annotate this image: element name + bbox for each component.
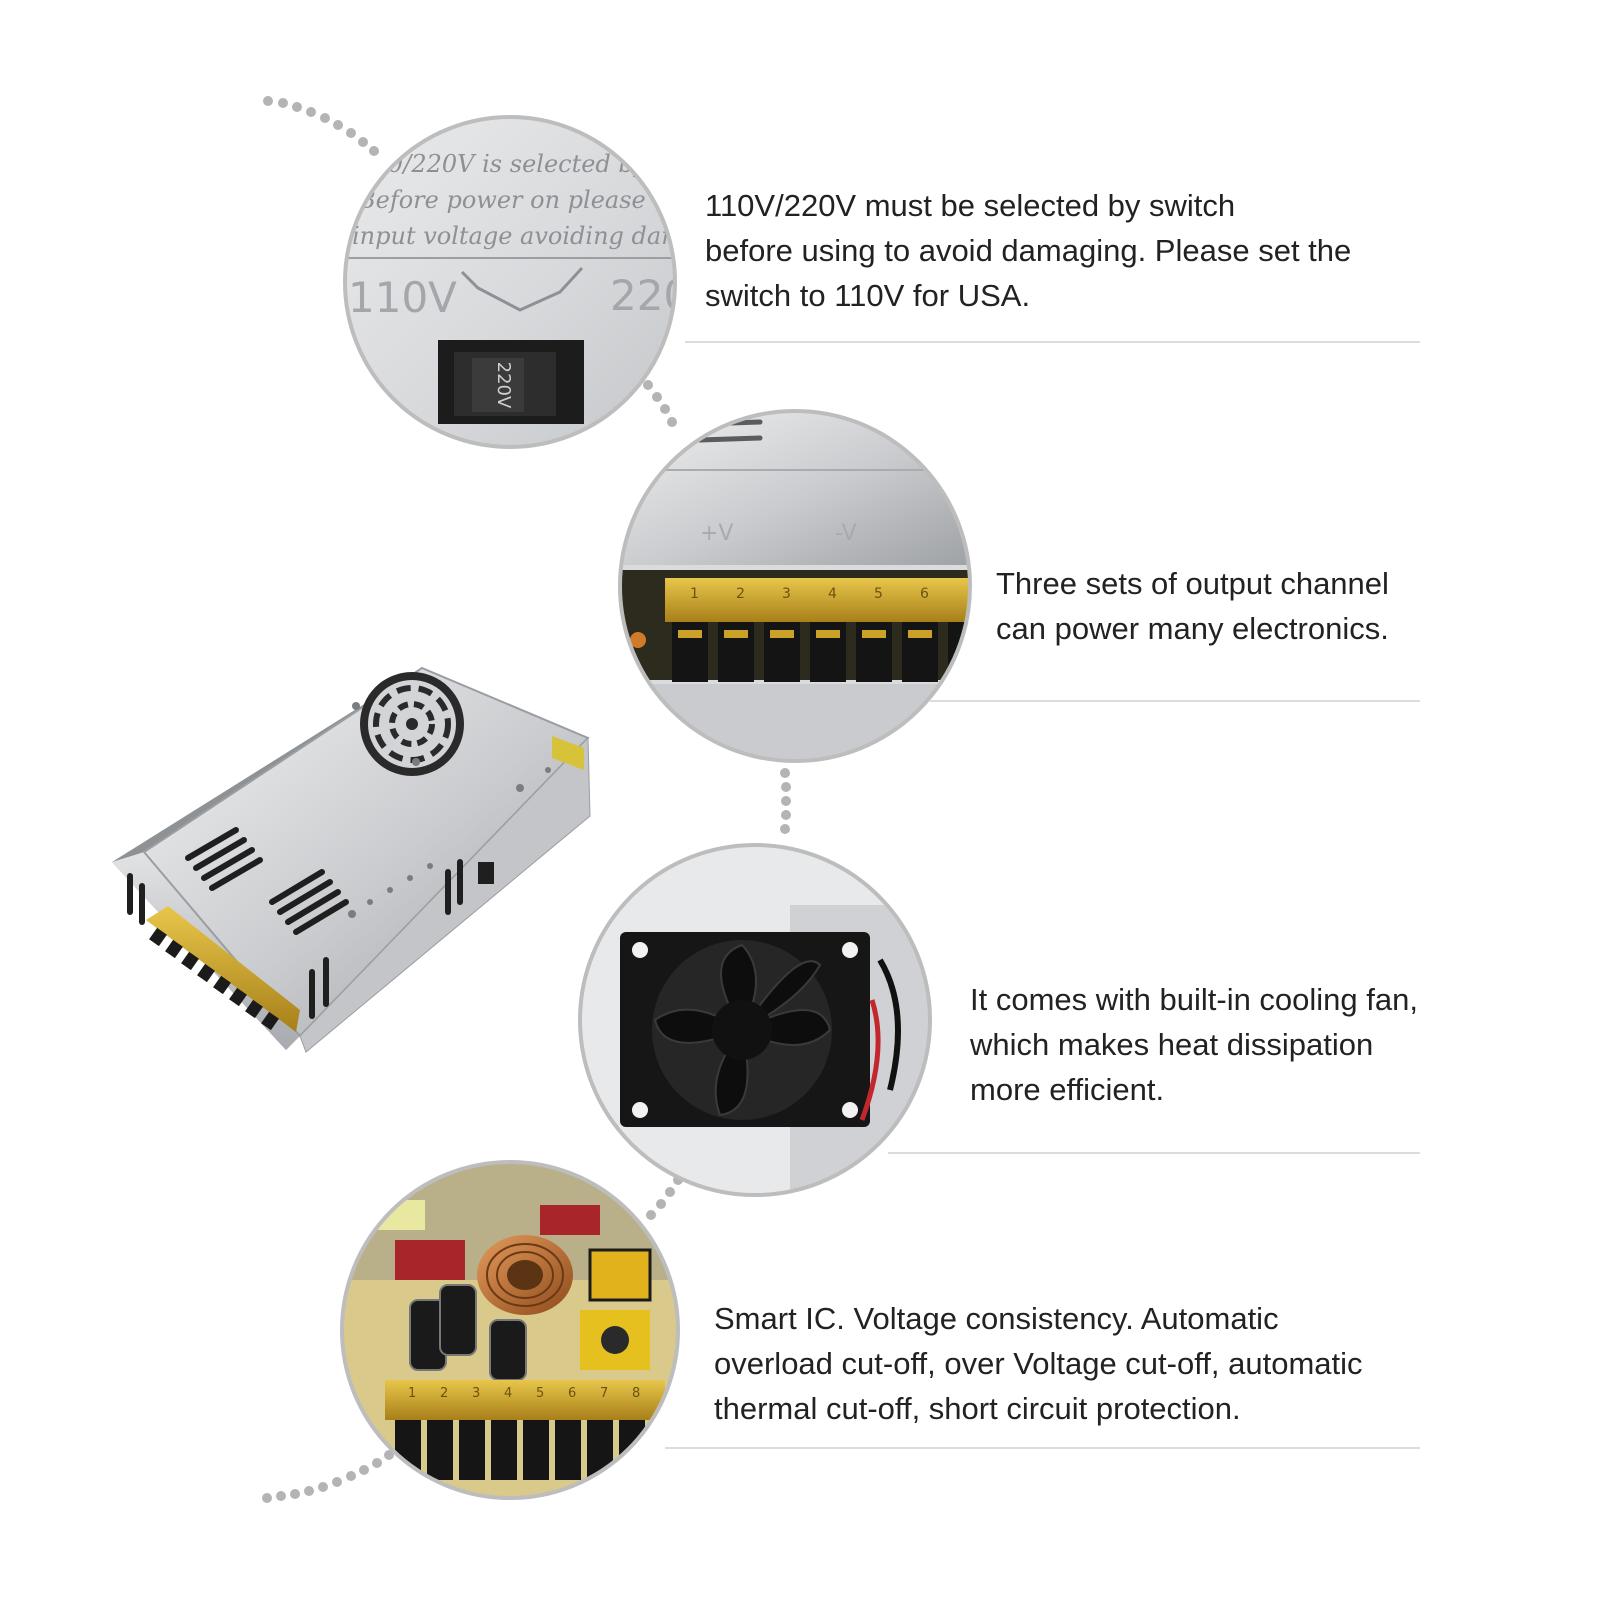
caption-line: It comes with built-in cooling fan, bbox=[970, 982, 1418, 1017]
section-divider bbox=[930, 700, 1420, 702]
feature-caption-output-channels: Three sets of output channel can power m… bbox=[996, 561, 1389, 651]
switch-label-line-3: input voltage avoiding dama bbox=[352, 222, 698, 250]
terminal-number: 3 bbox=[782, 586, 791, 602]
terminal-number: 1 bbox=[408, 1386, 416, 1401]
terminal-number: 2 bbox=[736, 586, 745, 602]
caption-line: Three sets of output channel bbox=[996, 566, 1389, 601]
caption-line: Smart IC. Voltage consistency. Automatic bbox=[714, 1301, 1279, 1336]
terminal-number: 5 bbox=[536, 1386, 544, 1401]
caption-line: before using to avoid damaging. Please s… bbox=[705, 233, 1352, 268]
feature-caption-voltage-switch: 110V/220V must be selected by switch bef… bbox=[705, 183, 1351, 318]
section-divider bbox=[888, 1152, 1420, 1154]
terminal-minus-v-label: -V bbox=[835, 521, 857, 546]
section-divider bbox=[665, 1447, 1420, 1449]
caption-line: more efficient. bbox=[970, 1072, 1165, 1107]
feature-caption-smart-ic: Smart IC. Voltage consistency. Automatic… bbox=[714, 1296, 1363, 1431]
terminal-number: 4 bbox=[504, 1386, 512, 1401]
terminal-number: 7 bbox=[600, 1386, 608, 1401]
caption-line: thermal cut-off, short circuit protectio… bbox=[714, 1391, 1241, 1426]
caption-line: can power many electronics. bbox=[996, 611, 1389, 646]
power-supply-unit-image bbox=[112, 666, 591, 1053]
switch-label-line-2: Before power on please c bbox=[357, 186, 667, 214]
caption-line: overload cut-off, over Voltage cut-off, … bbox=[714, 1346, 1363, 1381]
caption-line: 110V/220V must be selected by switch bbox=[705, 188, 1236, 223]
terminal-number: 2 bbox=[440, 1386, 448, 1401]
voltage-switch-photo: 0/220V is selected by Before power on pl… bbox=[343, 115, 698, 449]
caption-line: which makes heat dissipation bbox=[970, 1027, 1374, 1062]
feature-caption-cooling-fan: It comes with built-in cooling fan, whic… bbox=[970, 977, 1418, 1112]
terminal-number: 6 bbox=[920, 586, 929, 602]
switch-position-label: 220V bbox=[493, 362, 514, 409]
terminal-number: 8 bbox=[632, 1386, 640, 1401]
switch-220v-marking: 220 bbox=[610, 271, 690, 320]
terminal-plus-v-label: +V bbox=[700, 521, 733, 546]
circuit-board-photo: 1 2 3 4 5 6 7 8 bbox=[340, 1160, 680, 1500]
dotted-connector bbox=[262, 96, 791, 1503]
cooling-fan-photo bbox=[578, 843, 932, 1197]
switch-label-line-1: 0/220V is selected by bbox=[388, 150, 648, 178]
terminal-number: 1 bbox=[690, 586, 699, 602]
output-terminals-photo: +V -V 1 2 3 4 5 6 bbox=[618, 409, 972, 763]
section-divider bbox=[685, 341, 1420, 343]
terminal-number: 5 bbox=[874, 586, 883, 602]
terminal-number: 4 bbox=[828, 586, 837, 602]
terminal-number: 6 bbox=[568, 1386, 576, 1401]
caption-line: switch to 110V for USA. bbox=[705, 278, 1031, 313]
switch-110v-marking: 110V bbox=[348, 273, 457, 322]
terminal-number: 3 bbox=[472, 1386, 480, 1401]
